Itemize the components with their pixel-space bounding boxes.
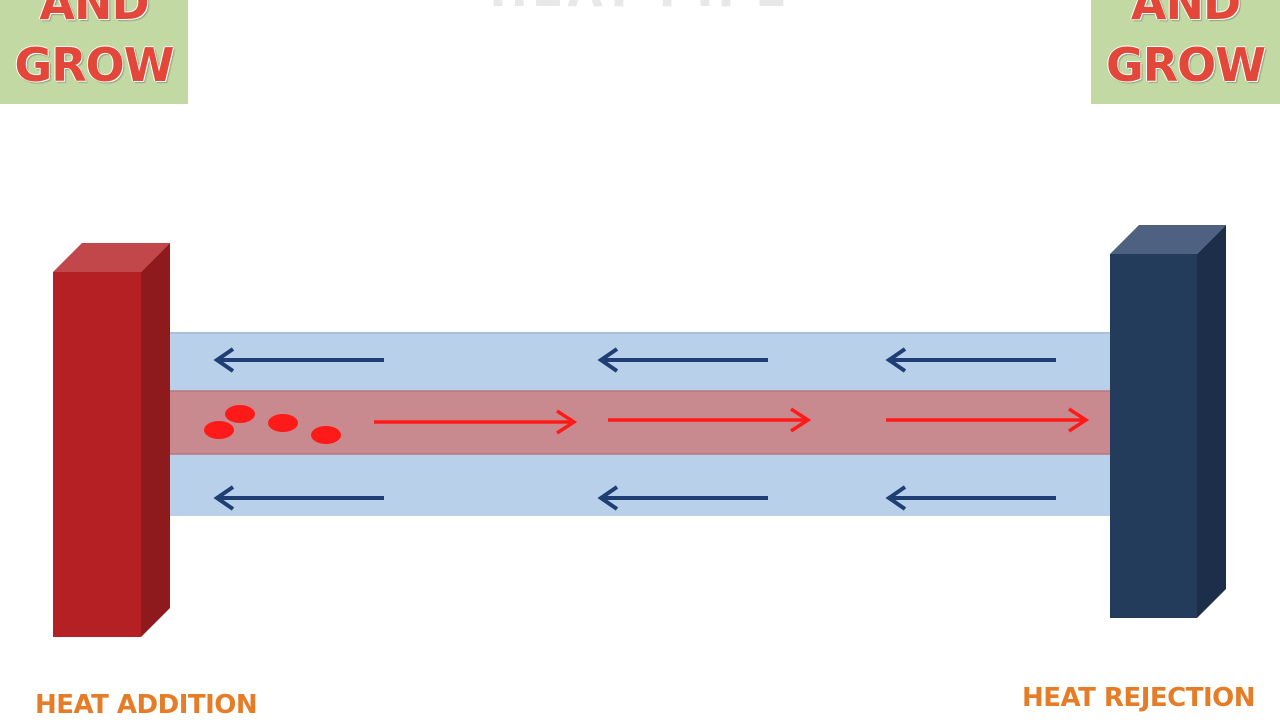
vapor-arrow xyxy=(886,407,1090,433)
logo-left: AND GROW xyxy=(0,0,188,104)
vapor-bubble xyxy=(268,414,298,432)
hot-block-top xyxy=(53,243,170,272)
logo-left-line1: AND xyxy=(39,0,149,30)
pipe-vapor-core xyxy=(168,391,1112,454)
vapor-bubble xyxy=(225,405,255,423)
hot-block-front xyxy=(53,272,141,637)
hot-block xyxy=(53,243,170,637)
liquid-arrow xyxy=(597,485,768,511)
heat-rejection-label: HEAT REJECTION xyxy=(1022,683,1255,713)
vapor-arrow xyxy=(608,407,812,433)
vapor-bubble xyxy=(311,426,341,444)
liquid-arrow xyxy=(213,485,384,511)
liquid-arrow xyxy=(885,485,1056,511)
cold-block-top xyxy=(1110,225,1226,254)
heat-addition-label: HEAT ADDITION xyxy=(35,690,258,720)
cold-block-front xyxy=(1110,254,1197,618)
logo-left-line2: GROW xyxy=(14,38,174,92)
hot-block-side xyxy=(141,243,170,637)
liquid-arrow xyxy=(597,347,768,373)
vapor-bubble xyxy=(204,421,234,439)
liquid-arrow xyxy=(213,347,384,373)
vapor-arrow xyxy=(374,409,578,435)
slide-title: HEAT PIPE xyxy=(340,0,940,13)
logo-right: AND GROW xyxy=(1091,0,1280,104)
logo-right-line1: AND xyxy=(1130,0,1241,30)
logo-right-line2: GROW xyxy=(1105,38,1266,92)
cold-block-side xyxy=(1197,225,1226,618)
cold-block xyxy=(1110,225,1226,618)
liquid-arrow xyxy=(885,347,1056,373)
